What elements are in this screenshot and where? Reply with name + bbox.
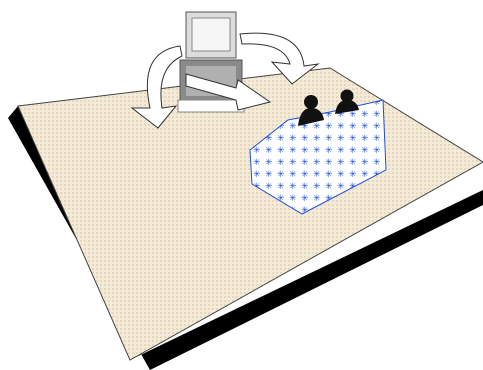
illustration-canvas: ✳	[0, 0, 483, 370]
